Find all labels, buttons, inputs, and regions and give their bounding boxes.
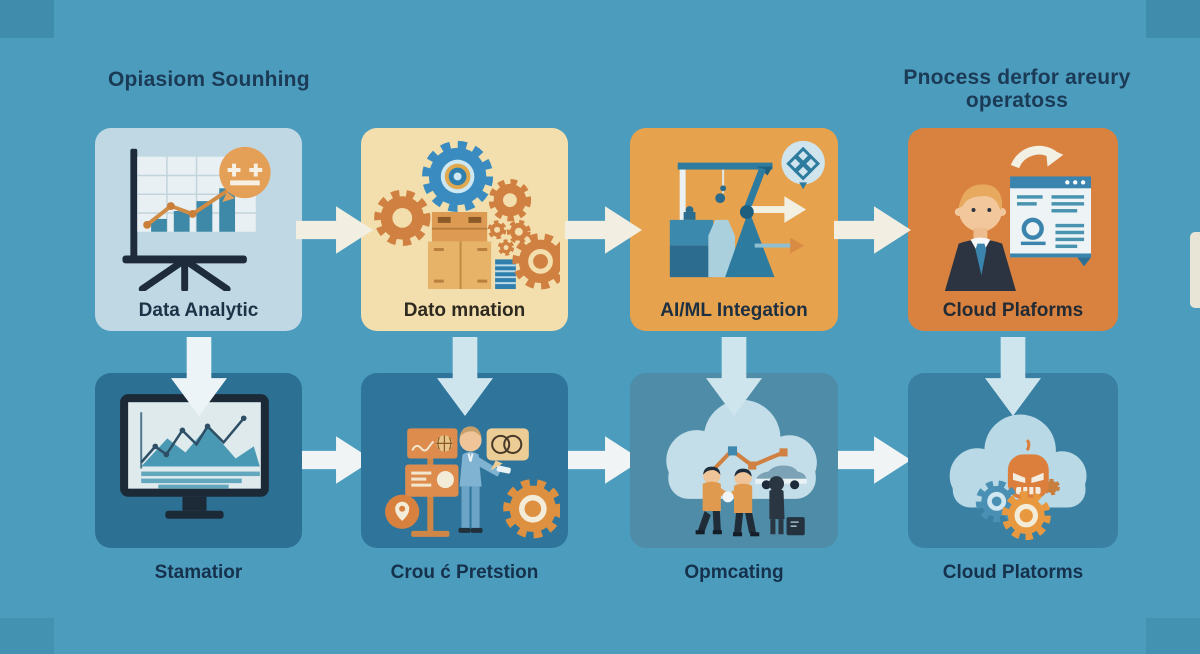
corner-shade-bottom-left [0, 618, 54, 654]
top-box-ai-ml: AI/ML Integation [630, 128, 838, 331]
bottom-label-opmcating: Opmcating [684, 562, 784, 583]
monitor-analytics-icon [103, 378, 294, 543]
cloud-collaboration-icon [638, 378, 830, 543]
edge-arrow-fragment [1190, 232, 1200, 308]
top-box-automation: Dato mnation [361, 128, 568, 331]
diagram-heading-left: Opiasiom Sounhing [108, 68, 310, 91]
bottom-label-cloud-platorms: Cloud Platorms [942, 562, 1084, 583]
box-label: Data Analytic [138, 300, 259, 321]
box-label: Cloud Plaforms [942, 300, 1084, 321]
corner-shade-top-left [0, 0, 54, 38]
box-label: AI/ML Integation [660, 300, 808, 321]
heading-right-line2: operatoss [965, 89, 1069, 112]
bar-chart-presentation-icon [103, 133, 294, 291]
person-browser-icon [916, 133, 1110, 291]
top-box-cloud-platforms: Cloud Plaforms [908, 128, 1118, 331]
right-arrow-icon [834, 436, 911, 484]
cloud-robot-gears-icon [916, 378, 1110, 543]
corner-shade-top-right [1146, 0, 1200, 38]
presenter-signboard-icon [369, 378, 560, 543]
bottom-box-cloud-robot [908, 373, 1118, 548]
bottom-label-stamatior: Stamatior [154, 562, 243, 583]
bottom-label-pretstion: Crou ć Pretstion [390, 562, 539, 583]
bottom-box-collaboration [630, 373, 838, 548]
right-arrow-icon [834, 206, 911, 254]
box-label: Dato mnation [403, 300, 526, 321]
diagram-heading-right: Pnocess derfor areury operatoss [884, 66, 1150, 112]
gears-automation-icon [369, 133, 560, 291]
corner-shade-bottom-right [1146, 618, 1200, 654]
top-box-data-analytic: Data Analytic [95, 128, 302, 331]
machinery-pipeline-icon [638, 133, 830, 291]
heading-right-line1: Pnocess derfor areury [903, 66, 1131, 89]
